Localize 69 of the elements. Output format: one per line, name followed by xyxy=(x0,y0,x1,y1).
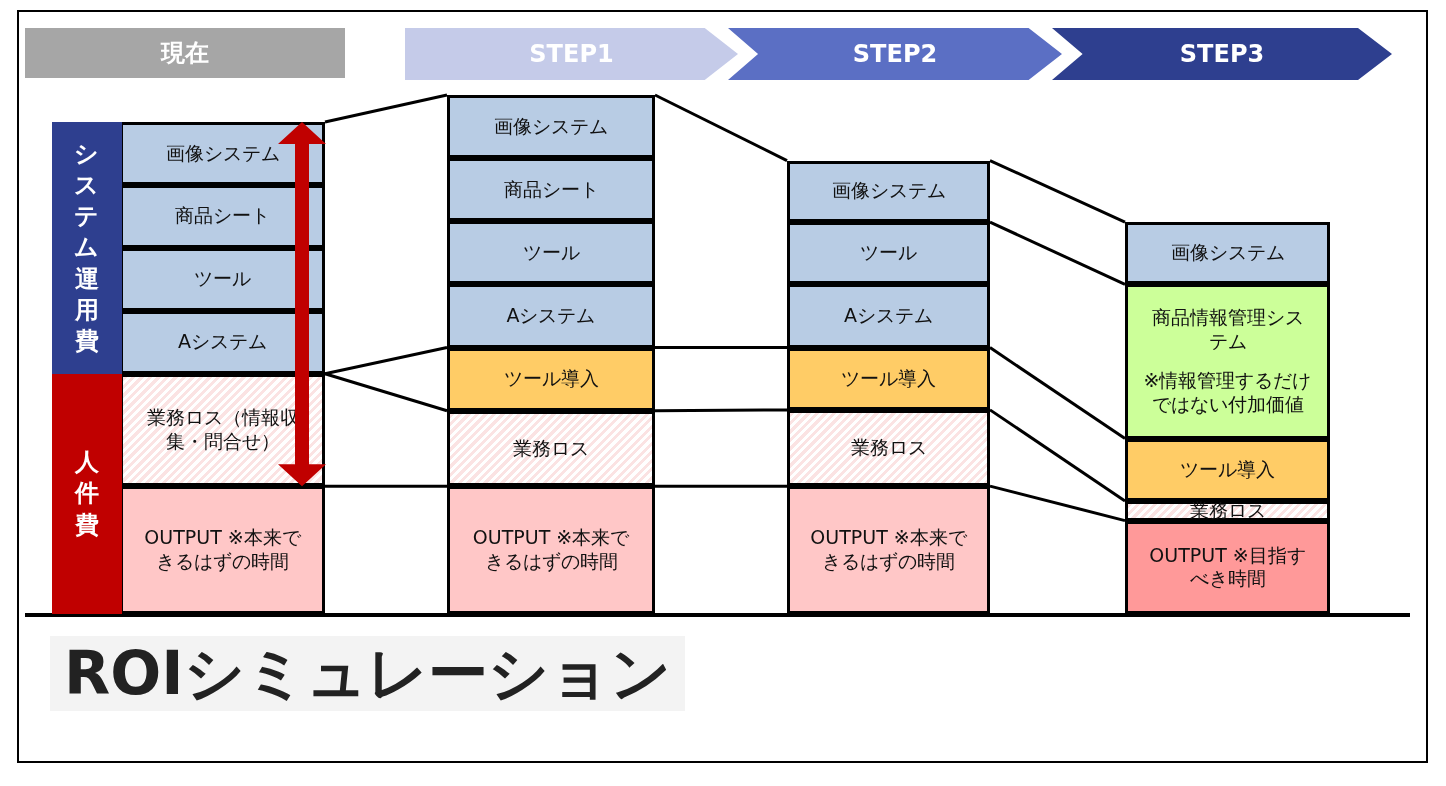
cost-block xyxy=(120,122,325,186)
connector-line xyxy=(654,93,788,162)
block-label: Aシステム xyxy=(506,304,596,328)
connector-line xyxy=(655,346,787,350)
step-label: STEP2 xyxy=(852,40,938,68)
cost-block xyxy=(120,185,325,248)
block-label: OUTPUT ※本来できるはずの時間 xyxy=(143,526,302,574)
connector-line xyxy=(324,346,448,376)
block-label: ツール xyxy=(194,267,251,291)
cost-block xyxy=(120,486,325,615)
cost-block xyxy=(447,410,655,487)
category-band xyxy=(52,122,122,374)
block-label: ツール導入 xyxy=(1180,457,1275,482)
block-label: 画像システム xyxy=(1170,241,1285,266)
block-label: ※情報管理するだけではない付加価値 xyxy=(1143,369,1312,417)
block-label: 画像システム xyxy=(494,114,608,139)
cost-block xyxy=(1125,284,1330,439)
cost-block xyxy=(447,158,655,222)
cost-block xyxy=(787,409,990,487)
connector-line xyxy=(324,372,448,413)
cost-block xyxy=(447,284,655,348)
block-label: 商品シート xyxy=(503,177,599,202)
block-label: 画像システム xyxy=(831,179,946,204)
block-label: ツール xyxy=(860,241,917,266)
period-label: 現在 xyxy=(161,38,209,69)
block-label: 業務ロス xyxy=(1189,498,1266,523)
connector-line xyxy=(989,346,1126,440)
connector-line xyxy=(655,408,787,413)
category-band xyxy=(52,373,122,615)
step-label: STEP1 xyxy=(529,40,614,68)
cost-block xyxy=(447,347,655,411)
block-label: 画像システム xyxy=(165,141,280,166)
cost-block xyxy=(120,373,325,487)
connector-line xyxy=(989,408,1126,503)
cost-block xyxy=(787,486,990,615)
step-label: STEP3 xyxy=(1179,40,1265,68)
block-label: 商品シート xyxy=(175,204,270,229)
category-label: システム運用費 xyxy=(73,138,101,357)
block-label: ツール導入 xyxy=(841,366,936,391)
cost-block xyxy=(787,222,990,285)
cost-block xyxy=(447,221,655,285)
connector-line xyxy=(655,484,787,488)
cost-block xyxy=(787,160,990,223)
block-label: 業務ロス xyxy=(850,436,927,460)
cost-block xyxy=(787,284,990,348)
cost-block xyxy=(447,95,655,159)
connector-line xyxy=(989,220,1126,286)
cost-block xyxy=(787,347,990,410)
block-label: Aシステム xyxy=(178,330,267,355)
cost-block xyxy=(1125,438,1330,501)
block-label: OUTPUT ※目指すべき時間 xyxy=(1148,543,1307,592)
connector-line xyxy=(324,93,448,124)
connector-line xyxy=(989,484,1126,523)
block-label: 業務ロス xyxy=(513,436,589,461)
block-label: ツール導入 xyxy=(503,367,599,391)
block-label: 商品情報管理システム xyxy=(1150,306,1305,354)
connector-line xyxy=(989,159,1126,224)
title: ROIシミュレーション xyxy=(50,636,685,711)
block-label: ツール xyxy=(522,240,580,265)
cost-block xyxy=(1125,500,1330,521)
category-label: 人件費 xyxy=(73,447,100,541)
header-band xyxy=(25,28,345,78)
cost-block xyxy=(1125,222,1330,285)
cost-block xyxy=(447,486,655,615)
connector-line xyxy=(325,484,447,488)
block-label: Aシステム xyxy=(844,304,933,328)
block-label: OUTPUT ※本来できるはずの時間 xyxy=(471,526,631,574)
cost-block xyxy=(1125,520,1330,615)
block-label: OUTPUT ※本来できるはずの時間 xyxy=(809,526,968,574)
